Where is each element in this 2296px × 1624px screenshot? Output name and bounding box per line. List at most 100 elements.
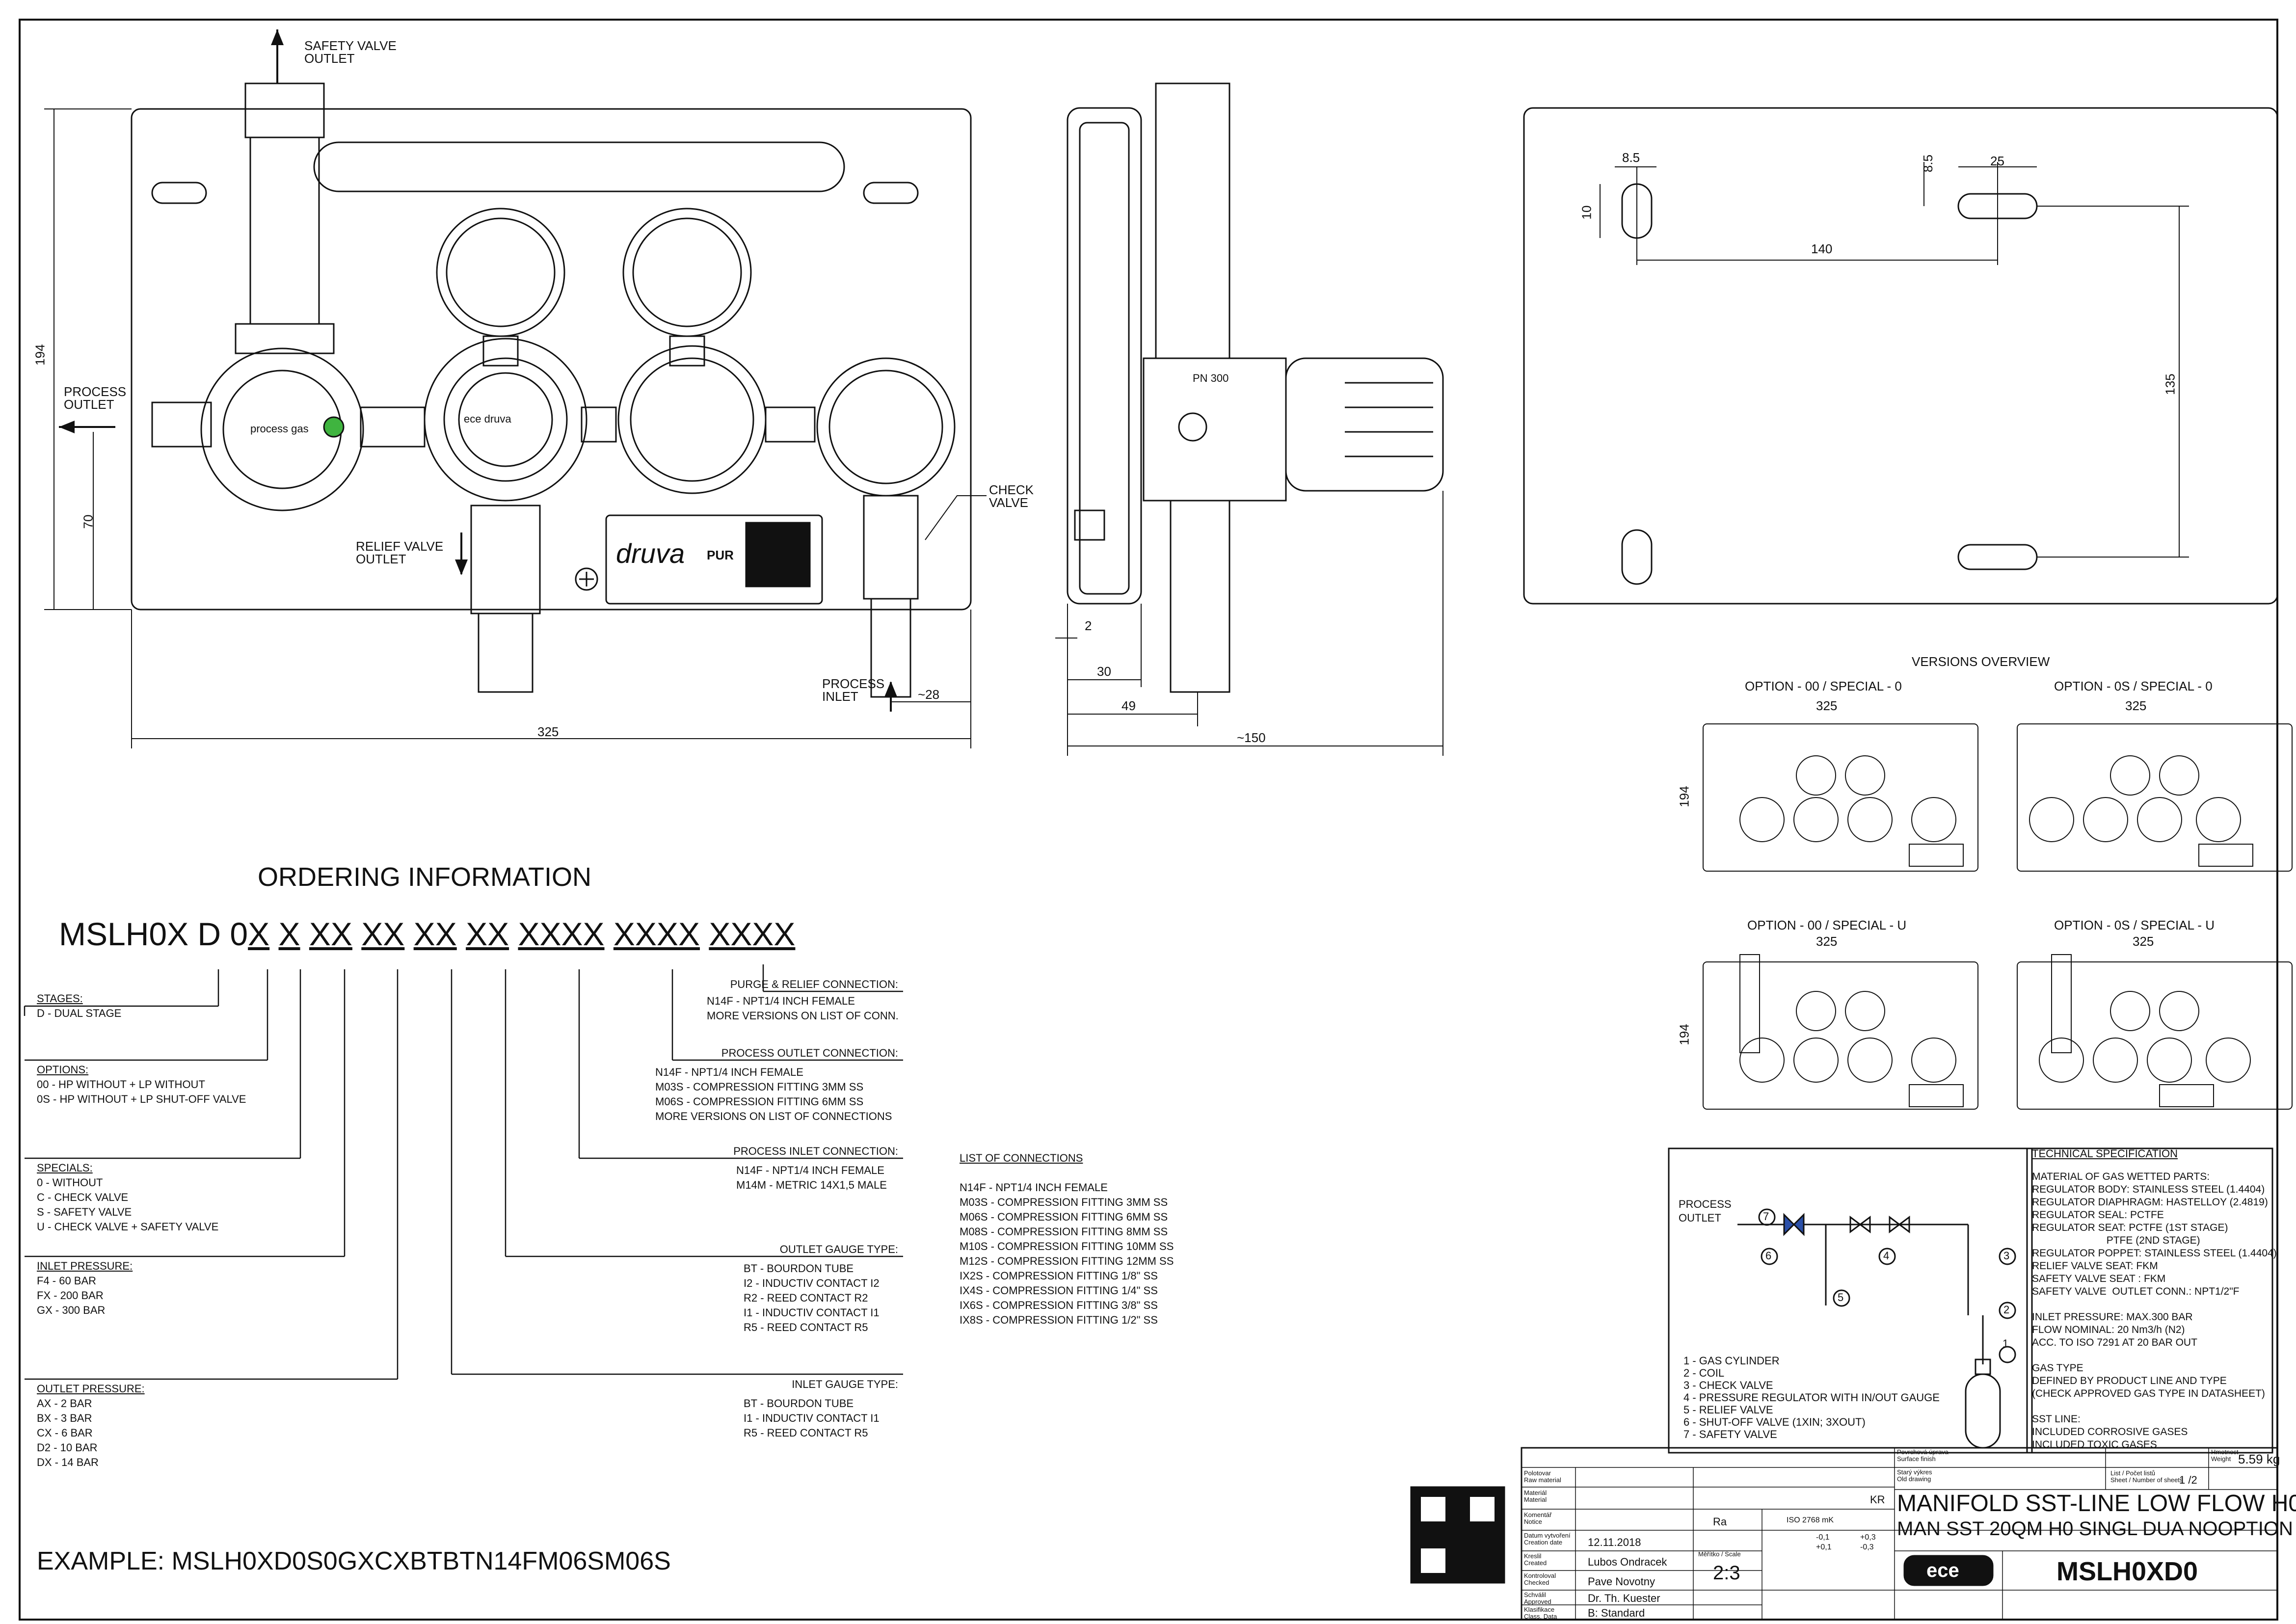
- version-3-label: OPTION - 0S / SPECIAL - U: [2054, 918, 2215, 932]
- side-bracket: [1067, 107, 1142, 605]
- druva-plate: [605, 514, 823, 605]
- process-outlet-conn-block: N14F - NPT1/4 INCH FEMALE M03S - COMPRES…: [655, 1065, 892, 1124]
- ordering-leaders: [24, 964, 903, 1380]
- tb-sheet-label: List / Počet listů Sheet / Number of she…: [2110, 1469, 2183, 1484]
- process-inlet-conn-header: PROCESS INLET CONNECTION:: [733, 1145, 898, 1157]
- connection-item: M08S - COMPRESSION FITTING 8MM SS: [960, 1225, 1168, 1238]
- relief-valve: [470, 505, 541, 614]
- back-plate: [1523, 107, 2278, 605]
- outlet-pressure-line: BX - 3 BAR: [37, 1412, 92, 1424]
- process-inlet-conn-block: N14F - NPT1/4 INCH FEMALE M14M - METRIC …: [736, 1163, 887, 1193]
- schematic-process-outlet: PROCESS OUTLET: [1679, 1198, 1732, 1224]
- version-2-height: 194: [1677, 1024, 1692, 1045]
- inlet-pressure-block: INLET PRESSURE: F4 - 60 BAR FX - 200 BAR…: [37, 1259, 133, 1318]
- tb-tol4: -0,3: [1860, 1543, 1874, 1551]
- connection-item: IX4S - COMPRESSION FITTING 1/4" SS: [960, 1284, 1158, 1297]
- tb-row-3: Datum vytvoření Creation date: [1524, 1532, 1571, 1546]
- dim-30: 30: [1097, 664, 1111, 679]
- legend-item: 2 - COIL: [1683, 1367, 1725, 1379]
- versions-thumbs: [1703, 723, 2293, 1110]
- tb-row-4: Kreslil Created: [1524, 1552, 1547, 1567]
- code-prefix: MSLH0X D 0: [59, 916, 248, 952]
- version-2-width: 325: [1816, 934, 1838, 949]
- ordering-code: MSLH0X D 0X X XX XX XX XX XXXX XXXX XXXX: [59, 918, 795, 950]
- tb-date: 12.11.2018: [1588, 1536, 1641, 1548]
- stages-block: STAGES: D - DUAL STAGE: [37, 991, 121, 1021]
- check-valve-column: [863, 495, 919, 600]
- dim-8-5-b: 8.5: [1921, 154, 1936, 173]
- options-header: OPTIONS:: [37, 1064, 89, 1076]
- plate-logo-suffix: PUR: [707, 548, 734, 562]
- tech-line: SAFETY VALVE SEAT : FKM: [2032, 1273, 2166, 1284]
- back-slot-3: [1621, 529, 1653, 585]
- tech-line: (CHECK APPROVED GAS TYPE IN DATASHEET): [2032, 1388, 2265, 1399]
- og-line: R5 - REED CONTACT R5: [744, 1321, 868, 1333]
- gas-cylinder: [1965, 1373, 2001, 1449]
- dim-150: ~150: [1237, 730, 1266, 745]
- legend-item: 4 - PRESSURE REGULATOR WITH IN/OUT GAUGE: [1683, 1391, 1940, 1404]
- versions-title: VERSIONS OVERVIEW: [1912, 654, 2050, 669]
- tech-line: FLOW NOMINAL: 20 Nm3/h (N2): [2032, 1324, 2185, 1335]
- version-1-width: 325: [2125, 698, 2147, 713]
- tech-line: REGULATOR DIAPHRAGM: HASTELLOY (2.4819): [2032, 1197, 2268, 1208]
- tech-header: TECHNICAL SPECIFICATION: [2032, 1147, 2178, 1160]
- tech-frame: [2026, 1147, 2273, 1454]
- schematic-num-3: 3: [2003, 1250, 2010, 1262]
- tb-surface-label: Povrchová úprava Surface finish: [1897, 1448, 1949, 1463]
- poc-line: MORE VERSIONS ON LIST OF CONNECTIONS: [655, 1110, 892, 1122]
- version-0-width: 325: [1816, 698, 1838, 713]
- dim-194: 194: [32, 344, 48, 366]
- side-knob: [1285, 357, 1444, 492]
- front-cutout: [313, 141, 845, 192]
- ig-line: R5 - REED CONTACT R5: [744, 1427, 868, 1439]
- inlet-gauge-header: INLET GAUGE TYPE:: [792, 1378, 898, 1390]
- shutoff-valve: [200, 347, 364, 511]
- check-valve-label: CHECK VALVE: [989, 482, 1034, 510]
- safety-valve-body: [249, 136, 320, 325]
- tb-tol2: +0,1: [1816, 1543, 1832, 1551]
- tech-line: INLET PRESSURE: MAX.300 BAR: [2032, 1311, 2193, 1323]
- tech-line: SAFETY VALVE OUTLET CONN.: NPT1/2"F: [2032, 1286, 2240, 1297]
- tb-machining: Ra: [1713, 1516, 1727, 1528]
- schematic-num-1: 1: [2002, 1337, 2009, 1350]
- process-outlet-label: PROCESS OUTLET: [64, 384, 127, 412]
- tb-tol3: +0,3: [1860, 1533, 1876, 1542]
- safety-valve-base: [235, 323, 335, 354]
- options-line: 00 - HP WITHOUT + LP WITHOUT: [37, 1078, 205, 1091]
- tb-brand: ece: [1926, 1560, 1959, 1581]
- inlet-pressure-line: GX - 300 BAR: [37, 1304, 106, 1316]
- tb-tolerance: ISO 2768 mK: [1787, 1516, 1834, 1524]
- tech-line: INCLUDED CORROSIVE GASES: [2032, 1426, 2188, 1438]
- dim-25: 25: [1990, 154, 2004, 168]
- tech-lines: MATERIAL OF GAS WETTED PARTS: REGULATOR …: [2032, 1171, 2277, 1451]
- tech-line: RELIEF VALVE SEAT: FKM: [2032, 1260, 2158, 1272]
- version-1-label: OPTION - 0S / SPECIAL - 0: [2054, 679, 2213, 693]
- legend-item: 3 - CHECK VALVE: [1683, 1379, 1773, 1391]
- dim-325: 325: [537, 724, 559, 739]
- specials-line: C - CHECK VALVE: [37, 1191, 129, 1203]
- schematic-num-6: 6: [1765, 1250, 1772, 1262]
- tb-sheet: 1 /2: [2179, 1474, 2197, 1486]
- outlet-gauge: [436, 208, 565, 337]
- title-block: [1410, 1447, 2278, 1621]
- options-line: 0S - HP WITHOUT + LP SHUT-OFF VALVE: [37, 1093, 246, 1105]
- tb-row-1: Materiál Material: [1524, 1489, 1547, 1503]
- outlet-pressure-header: OUTLET PRESSURE:: [37, 1383, 145, 1395]
- version-0-height: 194: [1677, 786, 1692, 807]
- version-2-label: OPTION - 00 / SPECIAL - U: [1747, 918, 1907, 932]
- tb-row-6: Schválil Approved: [1524, 1591, 1551, 1605]
- dim-135: 135: [2163, 373, 2178, 395]
- check-valve-gauge: [816, 357, 956, 497]
- connection-item: N14F - NPT1/4 INCH FEMALE: [960, 1181, 1108, 1194]
- outlet-pressure-line: CX - 6 BAR: [37, 1427, 93, 1439]
- regulator-brand: ece druva: [464, 413, 511, 425]
- code-seg: XX: [309, 916, 352, 952]
- schematic-num-5: 5: [1838, 1291, 1844, 1304]
- tech-line: DEFINED BY PRODUCT LINE AND TYPE: [2032, 1375, 2227, 1386]
- schematic-num-7: 7: [1763, 1210, 1769, 1223]
- outlet-pressure-line: AX - 2 BAR: [37, 1397, 92, 1410]
- tech-line: REGULATOR SEAL: PCTFE: [2032, 1209, 2164, 1221]
- specials-line: 0 - WITHOUT: [37, 1176, 103, 1189]
- connections-header: LIST OF CONNECTIONS: [960, 1152, 1083, 1164]
